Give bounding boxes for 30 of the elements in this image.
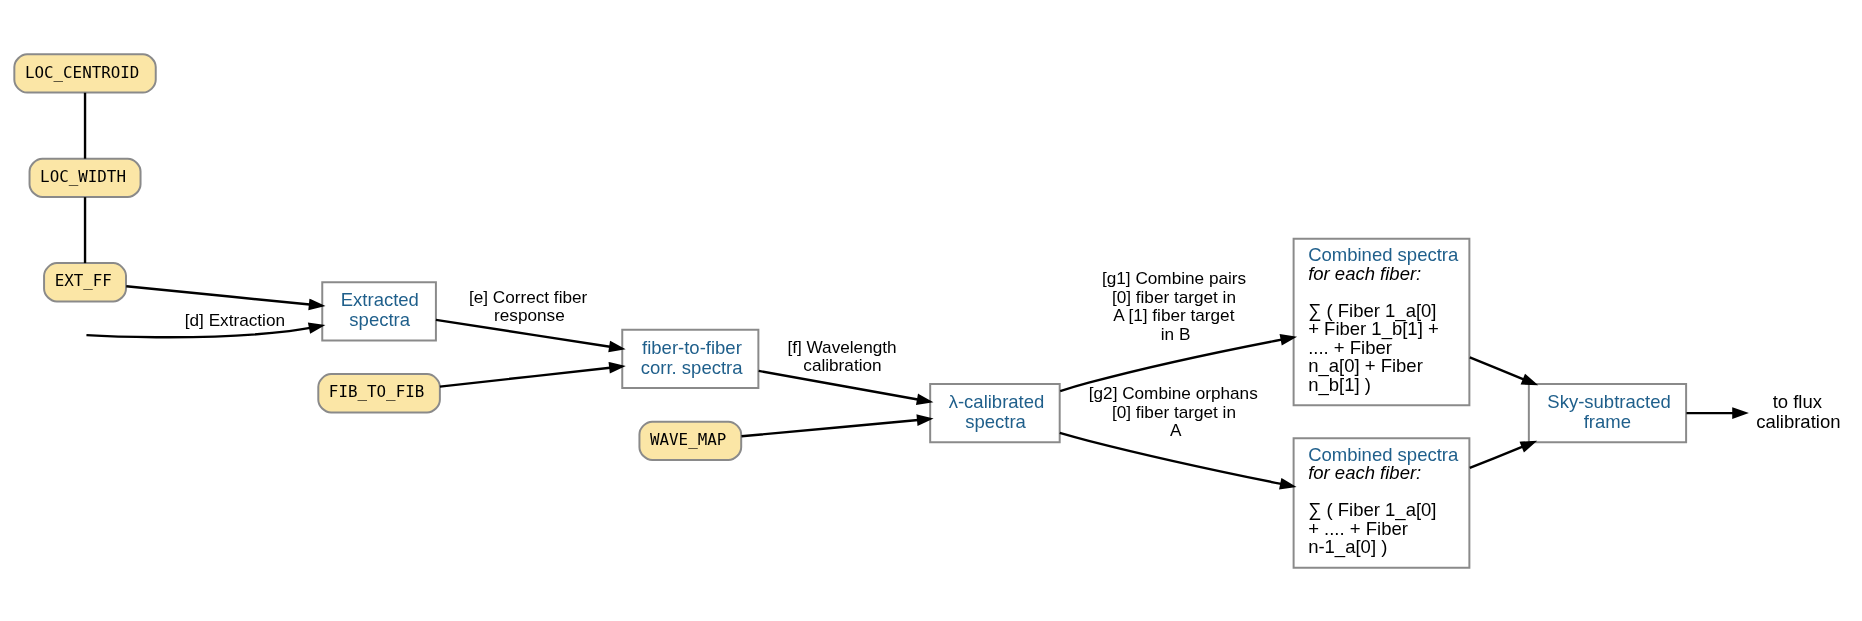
edge-label: [f] Wavelength calibration bbox=[786, 336, 897, 375]
node-box: fiber-to-fiber corr. spectra bbox=[620, 328, 759, 389]
node-box: LOC_WIDTH bbox=[28, 157, 142, 198]
arrow bbox=[757, 369, 933, 405]
node-box: Combined spectra for each fiber: ∑ ( Fiber 1_a[0] + Fiber 1_b[1] + .... + Fiber n_a[0] + Fiber n_b[1] ) bbox=[1292, 237, 1470, 406]
arrow bbox=[85, 321, 325, 338]
edge-label: [g2] Combine orphans [0] fiber target in A bbox=[1088, 382, 1258, 440]
arrow bbox=[1686, 406, 1749, 419]
node-box: Combined spectra for each fiber: ∑ ( Fiber 1_a[0] + .... + Fiber n-1_a[0] ) bbox=[1292, 436, 1470, 569]
node-box: EXT_FF bbox=[42, 261, 127, 302]
arrow bbox=[1058, 431, 1297, 489]
connector bbox=[83, 92, 86, 159]
node-box: WAVE_MAP bbox=[637, 420, 742, 461]
connector bbox=[83, 196, 86, 263]
edge-label: [e] Correct fiber response bbox=[468, 286, 587, 325]
node-text: to flux calibration bbox=[1755, 390, 1840, 432]
arrow bbox=[125, 284, 325, 310]
edge-label: [d] Extraction bbox=[184, 309, 285, 330]
arrow bbox=[1059, 333, 1297, 392]
node-box: LOC_CENTROID bbox=[12, 52, 157, 94]
arrow bbox=[1468, 355, 1538, 385]
node-box: Extracted spectra bbox=[320, 280, 437, 341]
arrow bbox=[740, 413, 934, 437]
arrow bbox=[435, 318, 626, 352]
arrow bbox=[1468, 440, 1537, 469]
node-box: FIB_TO_FIB bbox=[316, 372, 441, 413]
node-box: Sky-subtracted frame bbox=[1527, 382, 1687, 443]
arrow bbox=[439, 361, 626, 388]
node-box: λ-calibrated spectra bbox=[928, 382, 1061, 443]
edge-label: [g1] Combine pairs [0] fiber target in A [1] fiber target in B bbox=[1101, 267, 1246, 344]
